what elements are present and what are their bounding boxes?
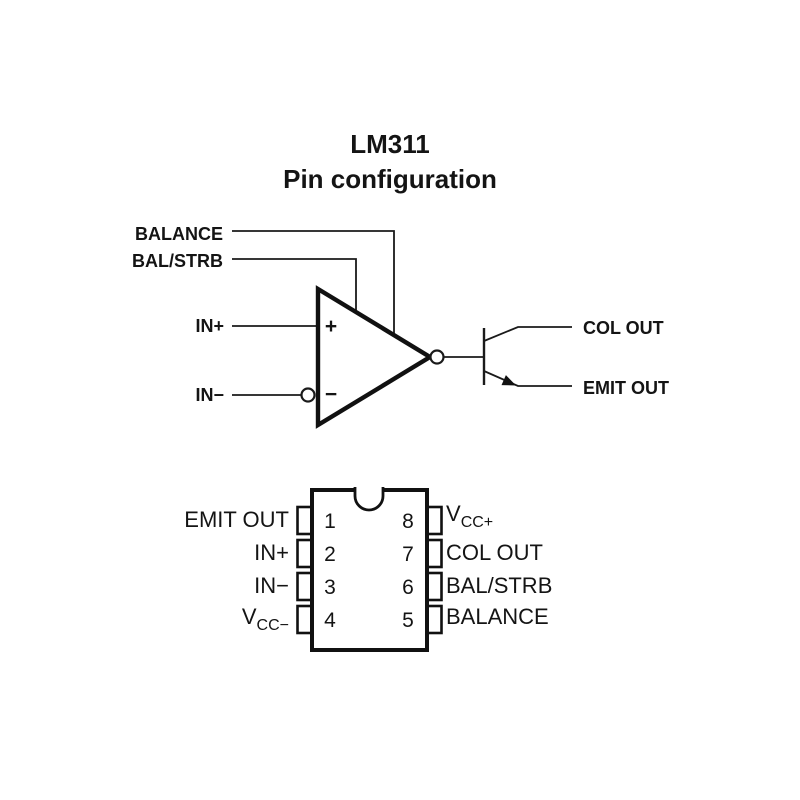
pin-2-label: IN+: [254, 540, 289, 565]
pin-1-label: EMIT OUT: [184, 507, 289, 532]
pin-stub-7: [425, 538, 443, 569]
emit-out-label: EMIT OUT: [583, 378, 669, 398]
pin-number-7: 7: [402, 543, 414, 566]
pin-stub-8: [425, 505, 443, 536]
comparator-schematic: + − BALANCE BAL/STRB IN+ IN− COL OUT EMI…: [132, 224, 669, 429]
vcc-minus-subscript: CC−: [257, 617, 289, 634]
pin-number-8: 8: [402, 510, 414, 533]
pin-number-4: 4: [324, 609, 336, 632]
output-bubble: [429, 349, 445, 365]
pin-5-label: BALANCE: [446, 604, 549, 629]
in-plus-label: IN+: [195, 316, 224, 336]
pin-8-label: VCC+: [446, 501, 493, 531]
pin-4-label: VCC−: [242, 604, 289, 634]
pin-stub-5: [425, 604, 443, 635]
vcc-plus-subscript: CC+: [461, 514, 493, 531]
title: LM311 Pin configuration: [283, 129, 497, 194]
diagram-subtitle: Pin configuration: [283, 164, 497, 194]
pin-number-5: 5: [402, 609, 414, 632]
comparator-triangle: [315, 285, 435, 429]
vcc-plus-main: V: [446, 501, 461, 526]
emitter-arrow-icon: [501, 375, 516, 386]
vcc-minus-main: V: [242, 604, 257, 629]
plus-sign: +: [325, 315, 337, 338]
pin-number-6: 6: [402, 576, 414, 599]
pin-6-label: BAL/STRB: [446, 573, 552, 598]
pin-stub-6: [425, 571, 443, 602]
balance-label: BALANCE: [135, 224, 223, 244]
collector-wire: [483, 326, 572, 342]
emitter-wire: [483, 370, 572, 387]
part-number-title: LM311: [350, 129, 430, 159]
col-out-label: COL OUT: [583, 318, 664, 338]
balance-wire: [232, 230, 395, 340]
pin-number-1: 1: [324, 510, 336, 533]
package-body: [310, 488, 429, 652]
pin-stub-3: [296, 571, 314, 602]
pin-7-label: COL OUT: [446, 540, 543, 565]
bal-strb-wire: [232, 258, 357, 316]
in-minus-label: IN−: [195, 385, 224, 405]
minus-sign: −: [325, 383, 337, 406]
inverting-input-bubble: [300, 387, 316, 403]
bal-strb-label: BAL/STRB: [132, 251, 223, 271]
pin-number-2: 2: [324, 543, 336, 566]
pin-3-label: IN−: [254, 573, 289, 598]
pin-stub-4: [296, 604, 314, 635]
pin-number-3: 3: [324, 576, 336, 599]
pin-stub-1: [296, 505, 314, 536]
dip-package: 1 2 3 4 8 7 6 5 EMIT OUT IN+ IN− VCC− VC…: [184, 487, 552, 652]
pin-stub-2: [296, 538, 314, 569]
index-notch: [353, 487, 385, 512]
